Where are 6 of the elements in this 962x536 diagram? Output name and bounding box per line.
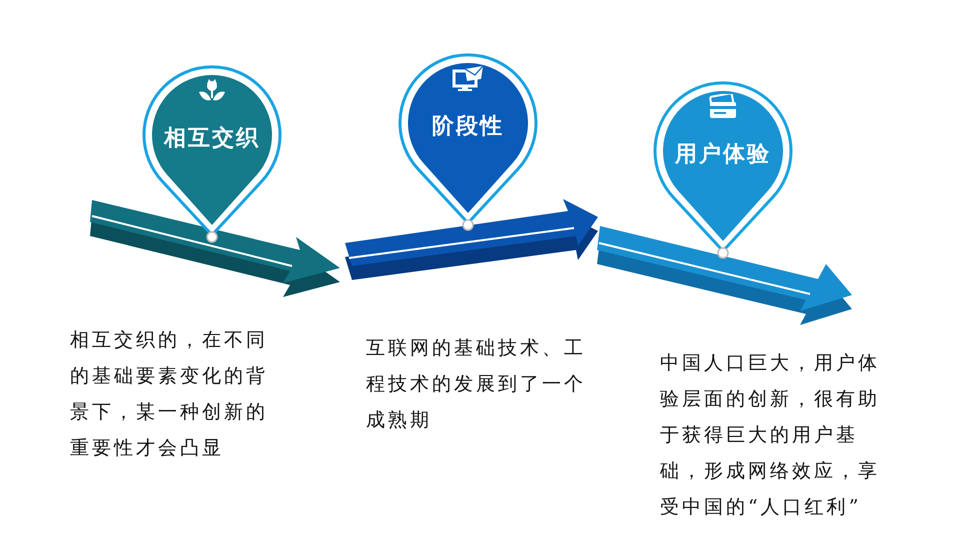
description-text: 相互交织的，在不同的基础要素变化的背景下，某一种创新的重要性才会凸显	[70, 328, 269, 461]
pin-title: 相互交织	[162, 124, 261, 153]
pin-title: 用户体验	[674, 140, 772, 169]
description-text: 中国人口巨大，用户体验层面的创新，很有助于获得巨大的用户基础，形成网络效应，享受中国的“人口红利”	[660, 351, 881, 520]
description-text: 互联网的基础技术、工程技术的发展到了一个成熟期	[366, 336, 587, 433]
pin-title: 阶段性	[431, 112, 505, 141]
